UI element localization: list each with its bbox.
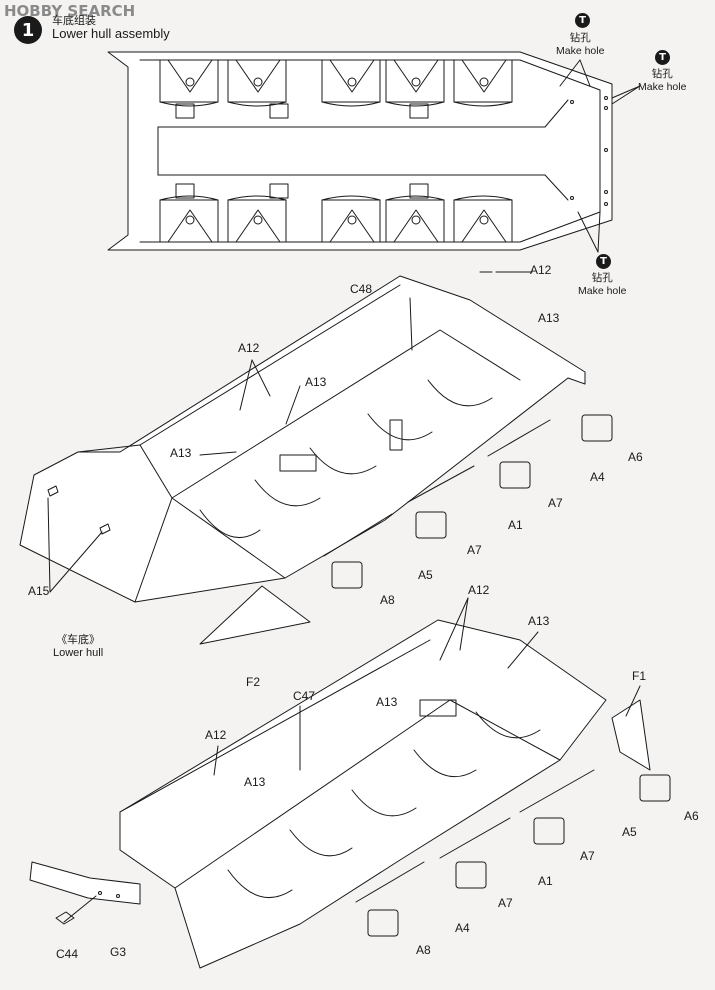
drill-icon: T	[596, 254, 611, 269]
part-label-a8: A8	[416, 943, 431, 957]
part-label-a13: A13	[528, 614, 550, 628]
part-label-a5: A5	[418, 568, 433, 582]
part-label-c48: C48	[350, 282, 373, 296]
part-label-a12: A12	[530, 263, 552, 277]
step-title-cn: 车底组装	[52, 14, 96, 27]
bottom-iso-hull	[29, 597, 671, 969]
part-label-g3: G3	[110, 945, 127, 959]
part-label-a8: A8	[380, 593, 395, 607]
drill-icon: T	[575, 13, 590, 28]
part-label-a6: A6	[684, 809, 699, 823]
part-label-a4: A4	[455, 921, 470, 935]
part-label-a13: A13	[244, 775, 266, 789]
part-label-a13: A13	[305, 375, 327, 389]
part-label-a13: A13	[170, 446, 192, 460]
part-label-a4: A4	[590, 470, 605, 484]
part-label-a13: A13	[538, 311, 560, 325]
middle-iso-hull	[19, 271, 613, 645]
part-label-a1: A1	[538, 874, 553, 888]
lower-hull-label: 《车底》Lower hull	[53, 634, 104, 659]
step-number-badge: 1	[14, 16, 42, 44]
watermark: HOBBY SEARCH	[4, 2, 136, 20]
part-label-f2: F2	[246, 675, 261, 689]
step-title-en: Lower hull assembly	[52, 26, 170, 41]
part-label-a7: A7	[548, 496, 563, 510]
part-label-a7: A7	[467, 543, 482, 557]
part-label-c47: C47	[293, 689, 316, 703]
part-label-a12: A12	[468, 583, 490, 597]
part-label-a15: A15	[28, 584, 50, 598]
part-label-a5: A5	[622, 825, 637, 839]
part-label-a1: A1	[508, 518, 523, 532]
part-label-a7: A7	[580, 849, 595, 863]
part-label-f1: F1	[632, 669, 647, 683]
part-label-a7: A7	[498, 896, 513, 910]
top-view-hull	[107, 51, 641, 253]
part-label-a12: A12	[238, 341, 260, 355]
part-label-c44: C44	[56, 947, 79, 961]
part-label-a12: A12	[205, 728, 227, 742]
part-label-a6: A6	[628, 450, 643, 464]
drill-icon: T	[655, 50, 670, 65]
part-label-a13: A13	[376, 695, 398, 709]
